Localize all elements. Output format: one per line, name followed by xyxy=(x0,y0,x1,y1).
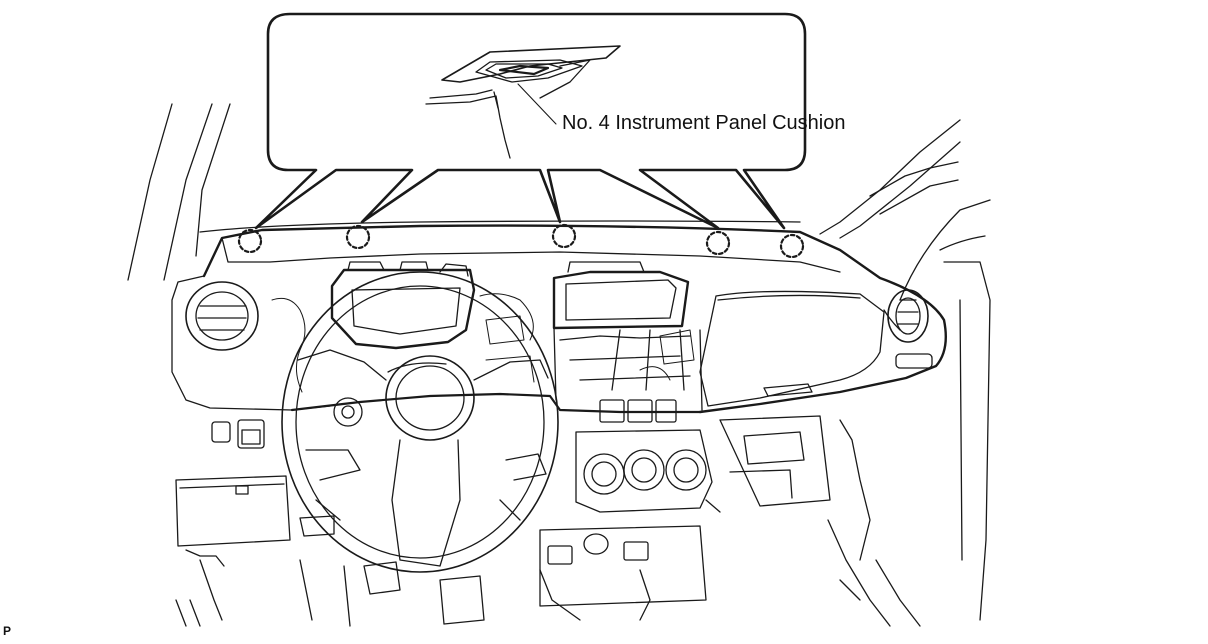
callout-label: No. 4 Instrument Panel Cushion xyxy=(562,112,846,134)
instrument-panel xyxy=(172,226,946,412)
steering-wheel xyxy=(282,272,558,572)
body-frame xyxy=(128,104,990,620)
cushion-detail xyxy=(426,46,620,158)
clip-markers xyxy=(239,225,803,257)
lower-right-area xyxy=(706,416,920,626)
center-console xyxy=(540,330,712,620)
clip-marker-3 xyxy=(553,225,575,247)
lower-left-area xyxy=(176,420,484,626)
clip-marker-2 xyxy=(347,226,369,248)
wire-harness xyxy=(272,294,694,392)
corner-code: P xyxy=(3,624,12,638)
callout-box xyxy=(256,14,805,228)
clip-marker-5 xyxy=(781,235,803,257)
clip-marker-4 xyxy=(707,232,729,254)
clip-marker-1 xyxy=(239,230,261,252)
